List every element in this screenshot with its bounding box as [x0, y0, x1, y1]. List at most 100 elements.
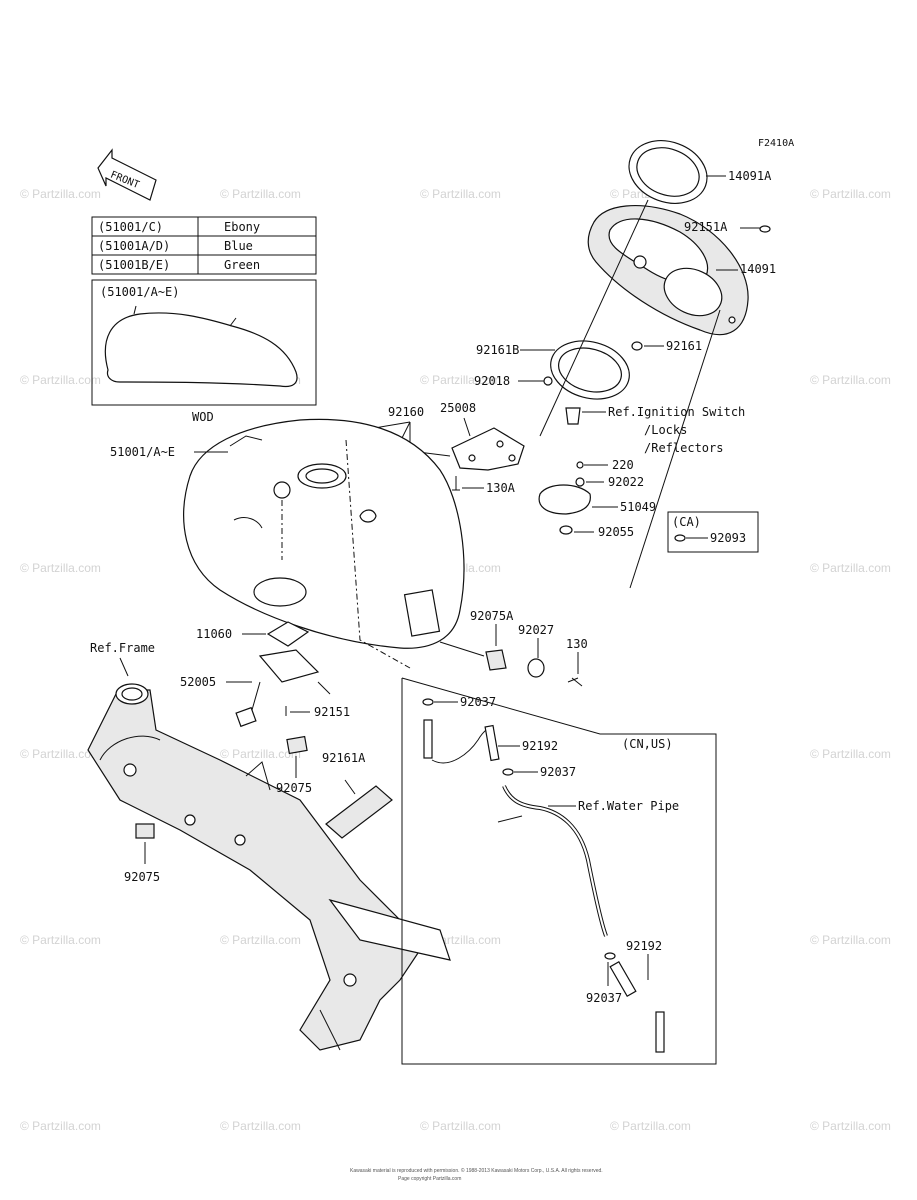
part-label-130A: 130A: [486, 481, 516, 495]
part-label-25008: 25008: [440, 401, 476, 415]
watermark: © Partzilla.com: [420, 187, 501, 201]
part-label-130: 130: [566, 637, 588, 651]
part-label-92161B: 92161B: [476, 343, 519, 357]
cap-icon: [674, 534, 686, 542]
collar-92027: [527, 658, 545, 678]
hose: [423, 719, 433, 759]
inset-caption: WOD: [192, 410, 214, 424]
part-label-92055: 92055: [598, 525, 634, 539]
inset-title: (51001/A~E): [100, 285, 179, 299]
part-label-51001: 51001/A~E: [110, 445, 175, 459]
copyright-line2: Page copyright Partzilla.com: [398, 1176, 461, 1182]
meter-gasket: [550, 340, 630, 400]
color-code: (51001/C): [98, 220, 163, 234]
part-label-92075a: 92075: [276, 781, 312, 795]
frame: [87, 683, 451, 1051]
clamp-icon: [502, 768, 514, 776]
cap-cover-51049: [538, 484, 591, 515]
watermark: © Partzilla.com: [20, 373, 101, 387]
copyright-line1: Kawasaki material is reproduced with per…: [350, 1167, 603, 1174]
hose-92192: [484, 724, 500, 762]
damper-92075A: [485, 649, 507, 671]
meter-trim-ring: [628, 140, 708, 204]
part-label-14091: 14091: [740, 262, 776, 276]
tank-outline-inset: [104, 312, 298, 388]
figure-code: F2410A: [758, 138, 794, 149]
part-label-92037c: 92037: [586, 991, 622, 1005]
ref-ignition-label: Ref.Ignition Switch: [608, 405, 745, 419]
watermark: © Partzilla.com: [20, 187, 101, 201]
cn-us-box: (CN,US): [401, 677, 717, 1065]
watermark: © Partzilla.com: [220, 1119, 301, 1133]
part-label-52005: 52005: [180, 675, 216, 689]
fuel-tank-51001: [183, 418, 465, 649]
color-name: Blue: [224, 239, 253, 253]
nut-icon: [543, 376, 553, 386]
washer-icon: [575, 477, 585, 487]
part-label-92027: 92027: [518, 623, 554, 637]
ignition-switch-icon: [565, 407, 581, 425]
clamp-icon: [422, 698, 434, 706]
watermark: © Partzilla.com: [810, 747, 891, 761]
part-label-92151A: 92151A: [684, 220, 728, 234]
color-table: (51001/C) Ebony (51001A/D) Blue (51001B/…: [91, 216, 317, 275]
part-label-92018: 92018: [474, 374, 510, 388]
part-label-92037b: 92037: [540, 765, 576, 779]
hose-92192: [609, 960, 637, 998]
color-name: Green: [224, 258, 260, 272]
watermark: © Partzilla.com: [610, 1119, 691, 1133]
part-label-92075b: 92075: [124, 870, 160, 884]
watermark: © Partzilla.com: [20, 561, 101, 575]
variant-cn-us-label: (CN,US): [622, 737, 673, 751]
watermark: © Partzilla.com: [220, 747, 301, 761]
bolt-icon: [452, 476, 460, 491]
watermark: © Partzilla.com: [220, 187, 301, 201]
pad-92161A: [325, 785, 393, 839]
ref-frame-label: Ref.Frame: [90, 641, 155, 655]
front-arrow-icon: FRONT: [97, 148, 157, 201]
part-label-92075A: 92075A: [470, 609, 514, 623]
color-code: (51001A/D): [98, 239, 170, 253]
color-code: (51001B/E): [98, 258, 170, 272]
part-label-92093: 92093: [710, 531, 746, 545]
watermark: © Partzilla.com: [420, 373, 501, 387]
part-label-14091A: 14091A: [728, 169, 772, 183]
watermark: © Partzilla.com: [810, 561, 891, 575]
part-label-11060: 11060: [196, 627, 232, 641]
part-label-92192b: 92192: [626, 939, 662, 953]
fuel-valve-52005: [235, 649, 331, 728]
ref-water-pipe-label: Ref.Water Pipe: [578, 799, 679, 813]
part-label-92192a: 92192: [522, 739, 558, 753]
o-ring-icon: [559, 525, 573, 535]
part-label-92161A: 92161A: [322, 751, 366, 765]
part-label-51049: 51049: [620, 500, 656, 514]
grommet-icon: [631, 341, 643, 351]
variant-ca-label: (CA): [672, 515, 701, 529]
clamp-icon: [604, 952, 616, 960]
hose: [655, 1011, 665, 1053]
color-name: Ebony: [224, 220, 260, 234]
bolt-icon: [567, 677, 583, 687]
part-label-92022: 92022: [608, 475, 644, 489]
gasket-11060: [266, 621, 310, 647]
ref-reflectors-label: /Reflectors: [644, 441, 723, 455]
ref-locks-label: /Locks: [644, 423, 687, 437]
damper-92075: [286, 735, 308, 755]
inset-box: (51001/A~E) WOD: [91, 279, 317, 424]
watermark: © Partzilla.com: [20, 933, 101, 947]
watermark: © Partzilla.com: [810, 373, 891, 387]
watermark: © Partzilla.com: [810, 1119, 891, 1133]
watermark: © Partzilla.com: [810, 187, 891, 201]
screw-icon: [576, 461, 584, 469]
meter-cover: [587, 204, 749, 336]
watermark: © Partzilla.com: [420, 1119, 501, 1133]
damper-92075: [135, 823, 155, 839]
screw-icon: [759, 225, 771, 233]
part-label-92161: 92161: [666, 339, 702, 353]
watermark: © Partzilla.com: [220, 933, 301, 947]
part-label-92151: 92151: [314, 705, 350, 719]
bracket-25008: [451, 427, 525, 471]
part-label-92160: 92160: [388, 405, 424, 419]
watermark: © Partzilla.com: [810, 933, 891, 947]
